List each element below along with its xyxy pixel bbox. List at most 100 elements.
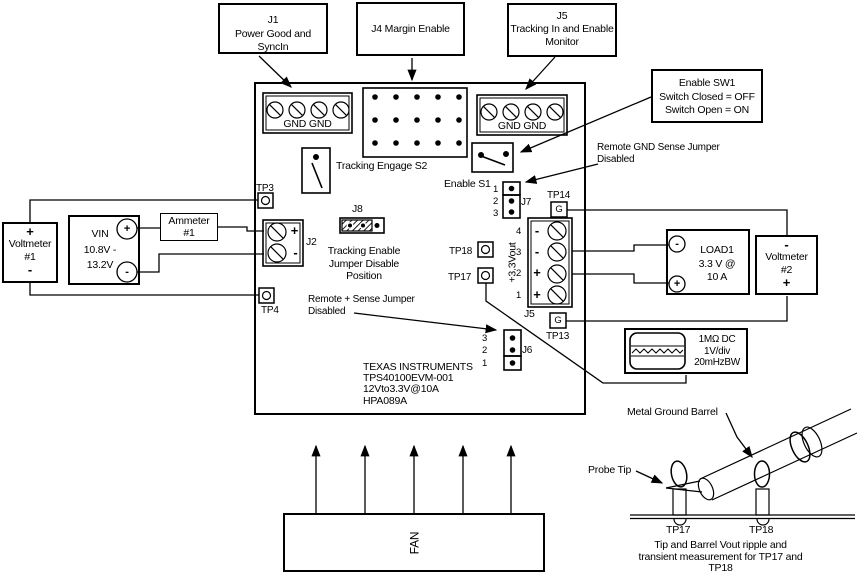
ti-line-3: 12Vto3.3V@10A [363, 383, 439, 396]
callout-j5-title: J5 [556, 10, 568, 22]
tracking-engage-s2-switch [301, 147, 331, 194]
j5-terminal [527, 217, 573, 308]
j7-pin3-label: 3 [493, 208, 499, 219]
callout-j5-text: Tracking In and Enable [510, 23, 614, 35]
tp17-label: TP17 [448, 272, 472, 283]
load-minus-terminal [668, 235, 686, 253]
load-1: LOAD1 3.3 V @ 10 A [666, 229, 750, 295]
tp13-label: TP13 [546, 331, 570, 342]
j5-sign-4: - [534, 223, 540, 238]
voltmeter1-name: Voltmeter [8, 238, 52, 250]
j6-pin3-label: 3 [482, 333, 488, 344]
j2-minus-sign: - [293, 245, 298, 260]
j6-pin1-label: 1 [482, 358, 488, 369]
voltmeter-1: + Voltmeter #1 - [2, 222, 58, 283]
j6-header [503, 329, 522, 371]
ti-line-2: TPS40100EVM-001 [363, 372, 454, 385]
voltmeter2-name: Voltmeter [765, 251, 808, 263]
j2-terminal [262, 219, 304, 267]
j5-sign-1: + [533, 287, 541, 302]
ammeter-name: Ammeter [168, 215, 210, 227]
j7-pin1-label: 1 [493, 184, 499, 195]
voltmeter2-number: #2 [780, 264, 793, 276]
load1-minus-sign: - [675, 238, 679, 250]
tp18-post [755, 488, 770, 516]
tp17-post [672, 488, 687, 516]
vout-label: +3.3Vout [506, 242, 519, 283]
probe-tp18-label: TP18 [749, 524, 774, 536]
scope-bandwidth: 20mHzBW [694, 357, 740, 368]
j7-label: J7 [521, 197, 532, 208]
remote-gnd-line2: Disabled [597, 153, 635, 165]
ti-line-1: TEXAS INSTRUMENTS [363, 361, 473, 373]
board-outline [254, 82, 586, 415]
vin-source: VIN 10.8V - 13.2V [68, 215, 140, 285]
j8-caption-2: Jumper Disable [328, 257, 400, 270]
vin-plus-terminal [116, 218, 138, 240]
barrel-opening [697, 477, 715, 501]
remote-gnd-note: Remote GND Sense Jumper Disabled [597, 142, 727, 165]
wires [29, 199, 788, 384]
tp13-ground-mark: G [554, 315, 562, 326]
gnd-left-label: GND GND [283, 118, 332, 130]
remote-gnd-line1: Remote GND Sense Jumper [597, 142, 720, 153]
fan: FAN [283, 513, 545, 572]
j8-caption: Tracking Enable Jumper Disable Position [316, 245, 412, 283]
probe-tip-label: Probe Tip [588, 464, 632, 476]
probe-needle [665, 487, 703, 493]
oscilloscope: 1MΩ DC 1V/div 20mHzBW [624, 328, 748, 374]
callout-j4: J4 Margin Enable [356, 2, 465, 56]
scope-impedance: 1MΩ DC [698, 334, 736, 345]
callout-j5: J5 Tracking In and Enable Monitor [507, 3, 617, 57]
vin-range2: 13.2V [86, 259, 114, 271]
callout-j1-text: Power Good and SyncIn [234, 27, 311, 54]
callout-enable-sw1: Enable SW1 Switch Closed = OFF Switch Op… [651, 69, 763, 123]
s2-label: Tracking Engage S2 [336, 160, 428, 172]
scope-scale: 1V/div [704, 345, 730, 357]
remote-plus-line1: Remote + Sense Jumper [308, 294, 415, 305]
screw-icon [267, 222, 287, 263]
callout-j4-text: J4 Margin Enable [371, 23, 450, 35]
s1-label: Enable S1 [444, 178, 491, 190]
tp14-ground-mark: G [555, 204, 563, 215]
probe-tp17-label: TP17 [666, 524, 691, 536]
voltmeter1-number: #1 [24, 251, 36, 263]
j5-sign-3: - [534, 244, 540, 259]
screw-icon [266, 101, 350, 119]
j5-pin1-label: 1 [516, 290, 522, 301]
load1-plus-sign: + [673, 278, 681, 290]
vin-minus-sign: - [125, 266, 129, 278]
ti-text-block: TEXAS INSTRUMENTS TPS40100EVM-001 12Vto3… [363, 361, 475, 407]
callout-j1-title: J1 [267, 14, 279, 26]
sw1-line1: Enable SW1 [678, 77, 736, 89]
scope-screen [629, 332, 686, 370]
probe-caption-1: Tip and Barrel Vout ripple and [654, 539, 787, 551]
vin-range1: 10.8V - [83, 243, 117, 256]
barrel-top-edge [699, 408, 852, 480]
callout-arrows [258, 55, 753, 484]
j7-pin2-label: 2 [493, 196, 499, 207]
gnd-terminal-left [262, 92, 353, 134]
enable-s1-switch [471, 142, 514, 173]
probe-caption-3: TP18 [708, 562, 733, 574]
ammeter-1: Ammeter #1 [160, 213, 218, 241]
barrel-bottom-edge [711, 432, 857, 501]
j2-label: J2 [306, 236, 317, 248]
barrel-ring-2 [801, 426, 823, 458]
screw-icon [547, 221, 567, 305]
sw1-line3: Switch Open = ON [664, 104, 750, 116]
tp18-label: TP18 [449, 246, 473, 257]
voltmeter1-minus: - [27, 262, 33, 277]
j7-header [502, 181, 521, 219]
tp3-label: TP3 [256, 183, 274, 194]
header-pin-dots [372, 94, 462, 146]
j4-header [362, 87, 468, 158]
j5-terminal-label: J5 [524, 308, 535, 320]
tp14-label: TP14 [547, 190, 571, 201]
sw1-line2: Switch Closed = OFF [659, 90, 755, 103]
metal-ground-barrel-label: Metal Ground Barrel [627, 406, 718, 418]
j8-jumper [339, 217, 385, 234]
probe-caption: Tip and Barrel Vout ripple and transient… [618, 539, 823, 574]
remote-plus-note: Remote + Sense Jumper Disabled [308, 294, 428, 317]
